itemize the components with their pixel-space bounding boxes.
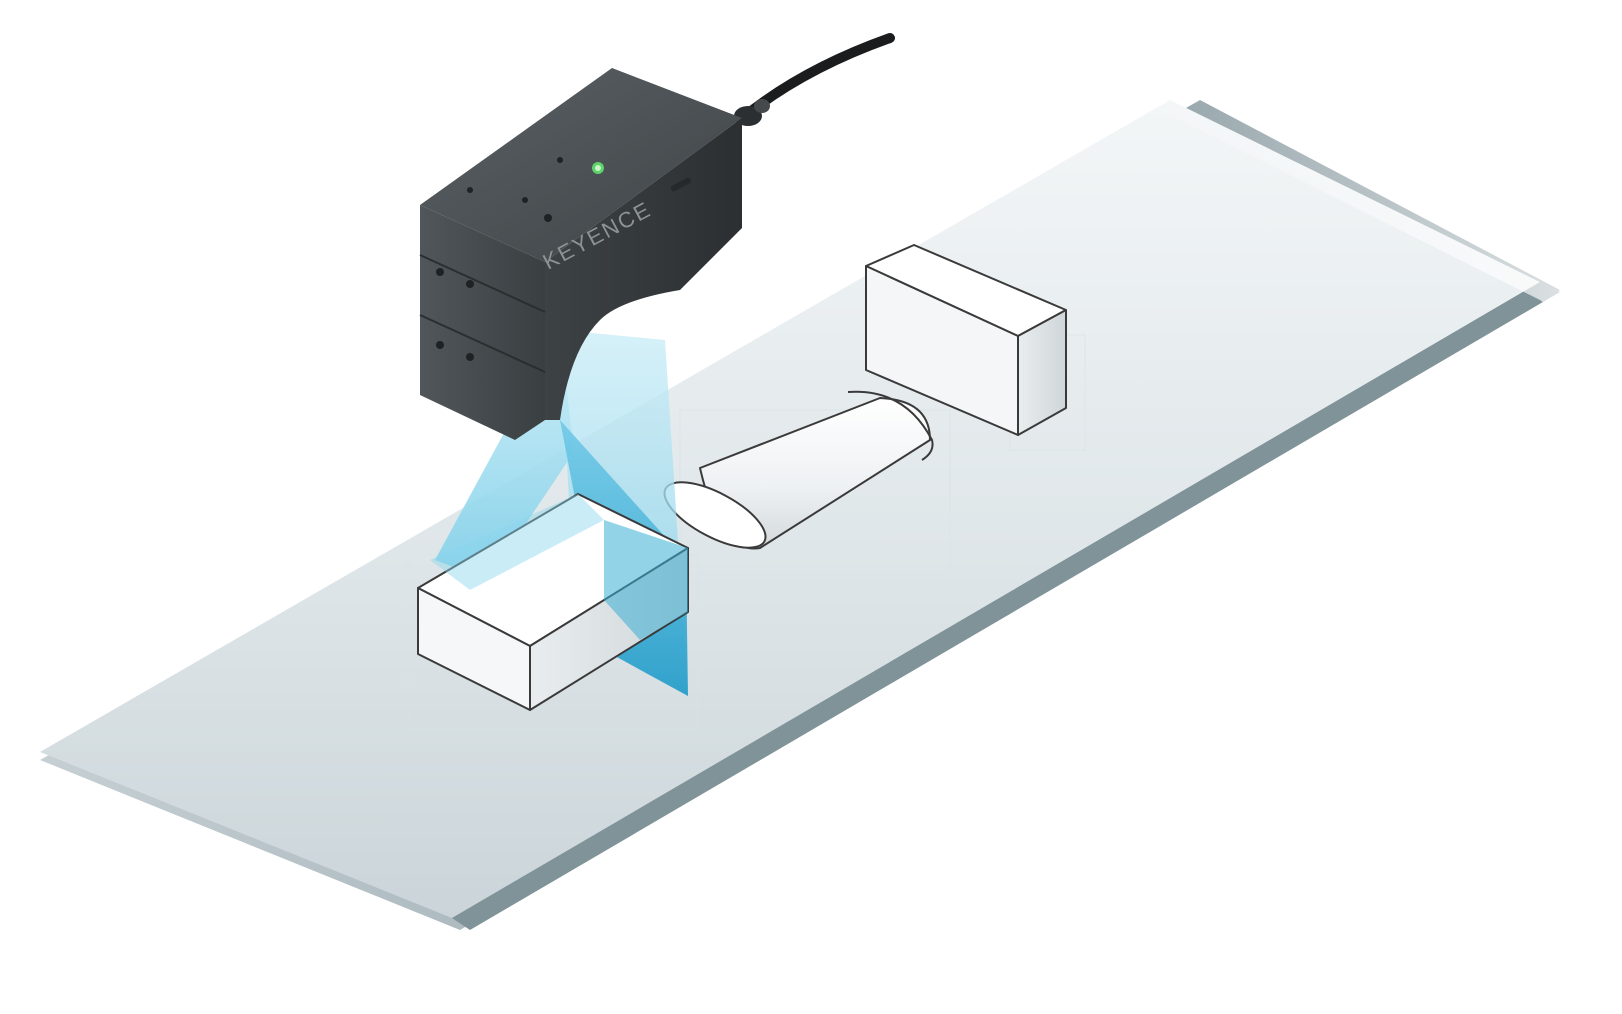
laser-line-on-object — [430, 494, 688, 640]
laser-sensor-head: KEYENCE — [419, 33, 895, 440]
cylinder-object — [663, 390, 934, 550]
box-object-far — [865, 244, 1067, 436]
conveyor-belt-front-shade — [452, 282, 1560, 930]
